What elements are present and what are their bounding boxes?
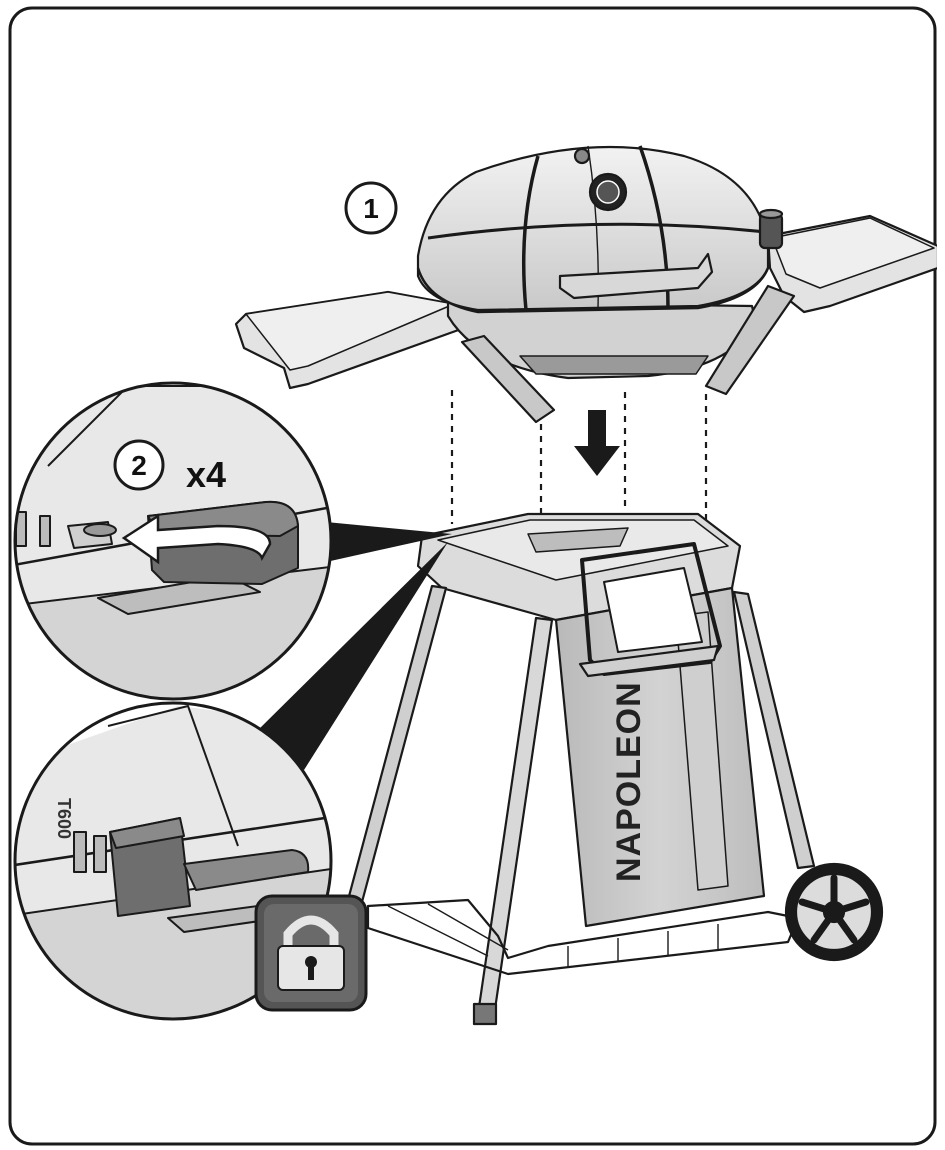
lock-icon [254, 894, 368, 1012]
cart-handle [580, 542, 722, 676]
alignment-guides [450, 390, 708, 534]
callout-wedge-top [326, 522, 452, 562]
step-2-badge: 2 [113, 439, 165, 491]
cart-brand-text: NAPOLEON [610, 681, 648, 882]
step-1-badge: 1 [344, 181, 398, 235]
callout-wedge-bottom [254, 542, 448, 770]
grill-leg-right [704, 284, 796, 396]
grill-illustration [234, 145, 937, 424]
step-2-number: 2 [131, 450, 147, 481]
bottom-rack [366, 898, 800, 976]
step-1-number: 1 [363, 193, 379, 224]
rotate-arrow-icon [121, 513, 272, 565]
cart-illustration [346, 512, 884, 1026]
lid-handle [558, 252, 714, 300]
down-arrow-icon [574, 410, 620, 476]
part-number-text: T600 [54, 798, 74, 839]
instruction-frame: 1 [8, 6, 937, 1146]
cart-leg-right [732, 590, 816, 870]
step-2-multiplier: x4 [186, 454, 226, 495]
cart-wheel [784, 862, 884, 962]
grill-leg-left [460, 334, 556, 424]
detail-circle-rotate [13, 381, 333, 701]
